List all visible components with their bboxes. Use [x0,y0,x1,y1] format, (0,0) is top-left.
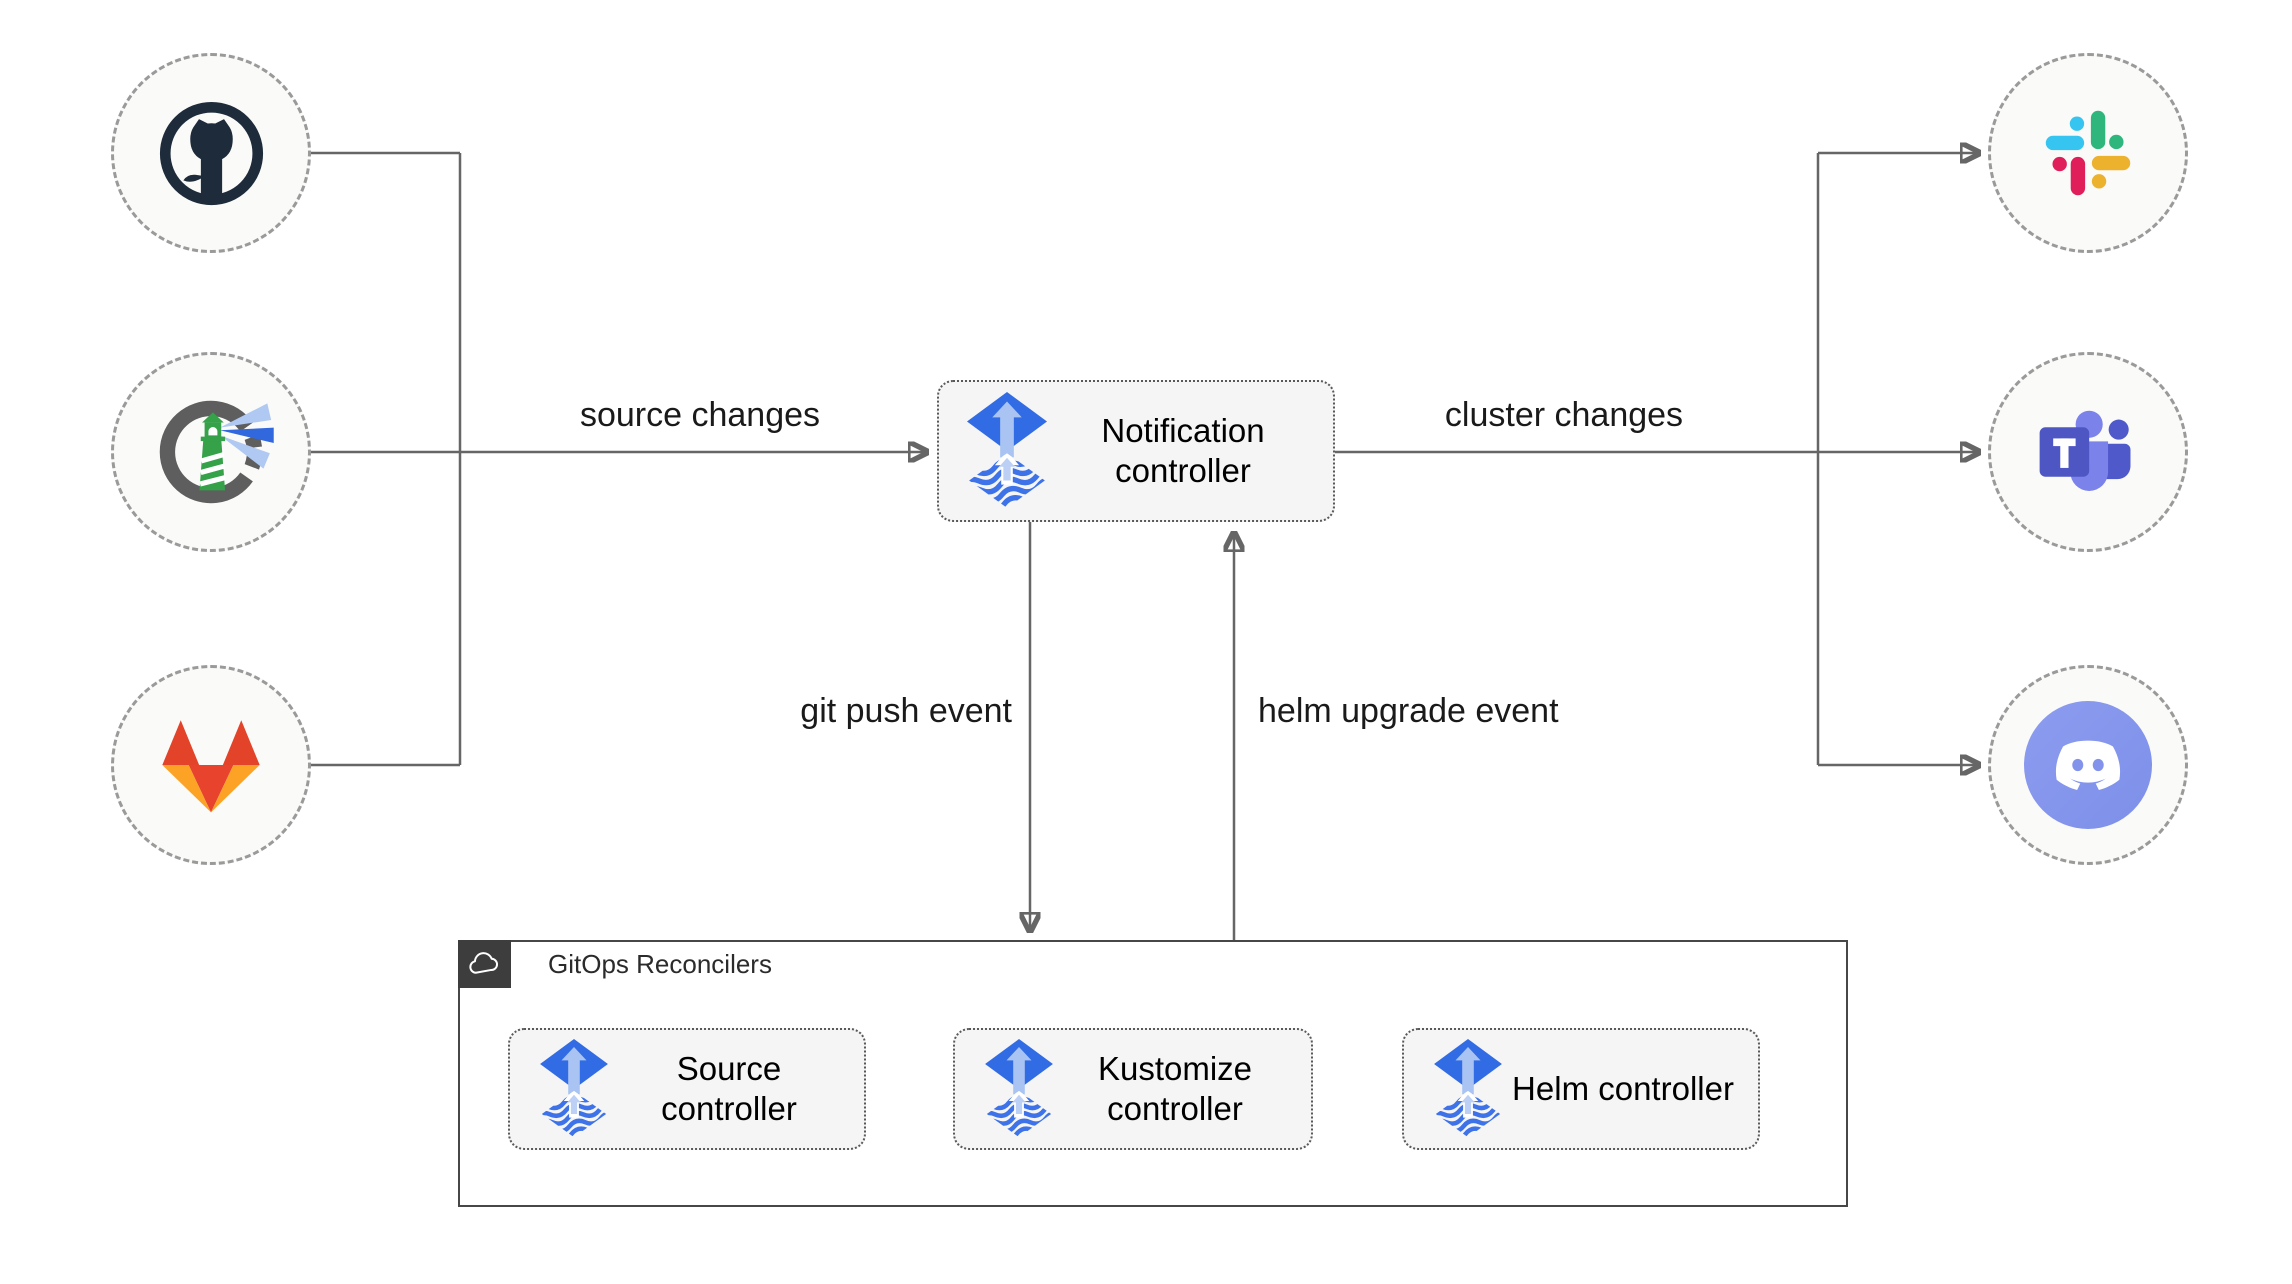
cloud-badge [457,939,511,988]
flux-icon [967,392,1047,510]
helm-controller-node: Helm controller [1402,1028,1760,1150]
discord-icon [2024,701,2152,829]
edge-label-git-push-event: git push event [800,692,1012,730]
source-node-gitlab [111,665,311,865]
flux-icon [985,1039,1053,1139]
teams-icon [2039,410,2131,491]
target-node-discord [1988,665,2188,865]
group-title: GitOps Reconcilers [548,949,772,979]
target-node-slack [1988,53,2188,253]
source-node-harbor [111,352,311,552]
kustomize-controller-node: Kustomize controller [953,1028,1313,1150]
target-node-teams [1988,352,2188,552]
notification-controller-label: Notification controller [1101,411,1265,489]
helm-controller-label: Helm controller [1512,1069,1734,1107]
source-controller-node: Source controller [508,1028,866,1150]
flux-icon [1434,1039,1502,1139]
cloud-icon [469,951,498,974]
flux-icon [540,1039,608,1139]
notification-controller-node: Notification controller [937,380,1335,522]
gitlab-icon [162,720,260,813]
kustomize-controller-label: Kustomize controller [1097,1049,1253,1127]
github-icon [159,101,263,205]
slack-icon [2045,110,2131,196]
edge-label-source-changes: source changes [579,396,821,434]
harbor-icon [159,400,274,504]
source-node-github [111,53,311,253]
edge-label-helm-upgrade-event: helm upgrade event [1258,692,1559,730]
edge-label-cluster-changes: cluster changes [1444,396,1684,434]
source-controller-label: Source controller [661,1049,797,1127]
